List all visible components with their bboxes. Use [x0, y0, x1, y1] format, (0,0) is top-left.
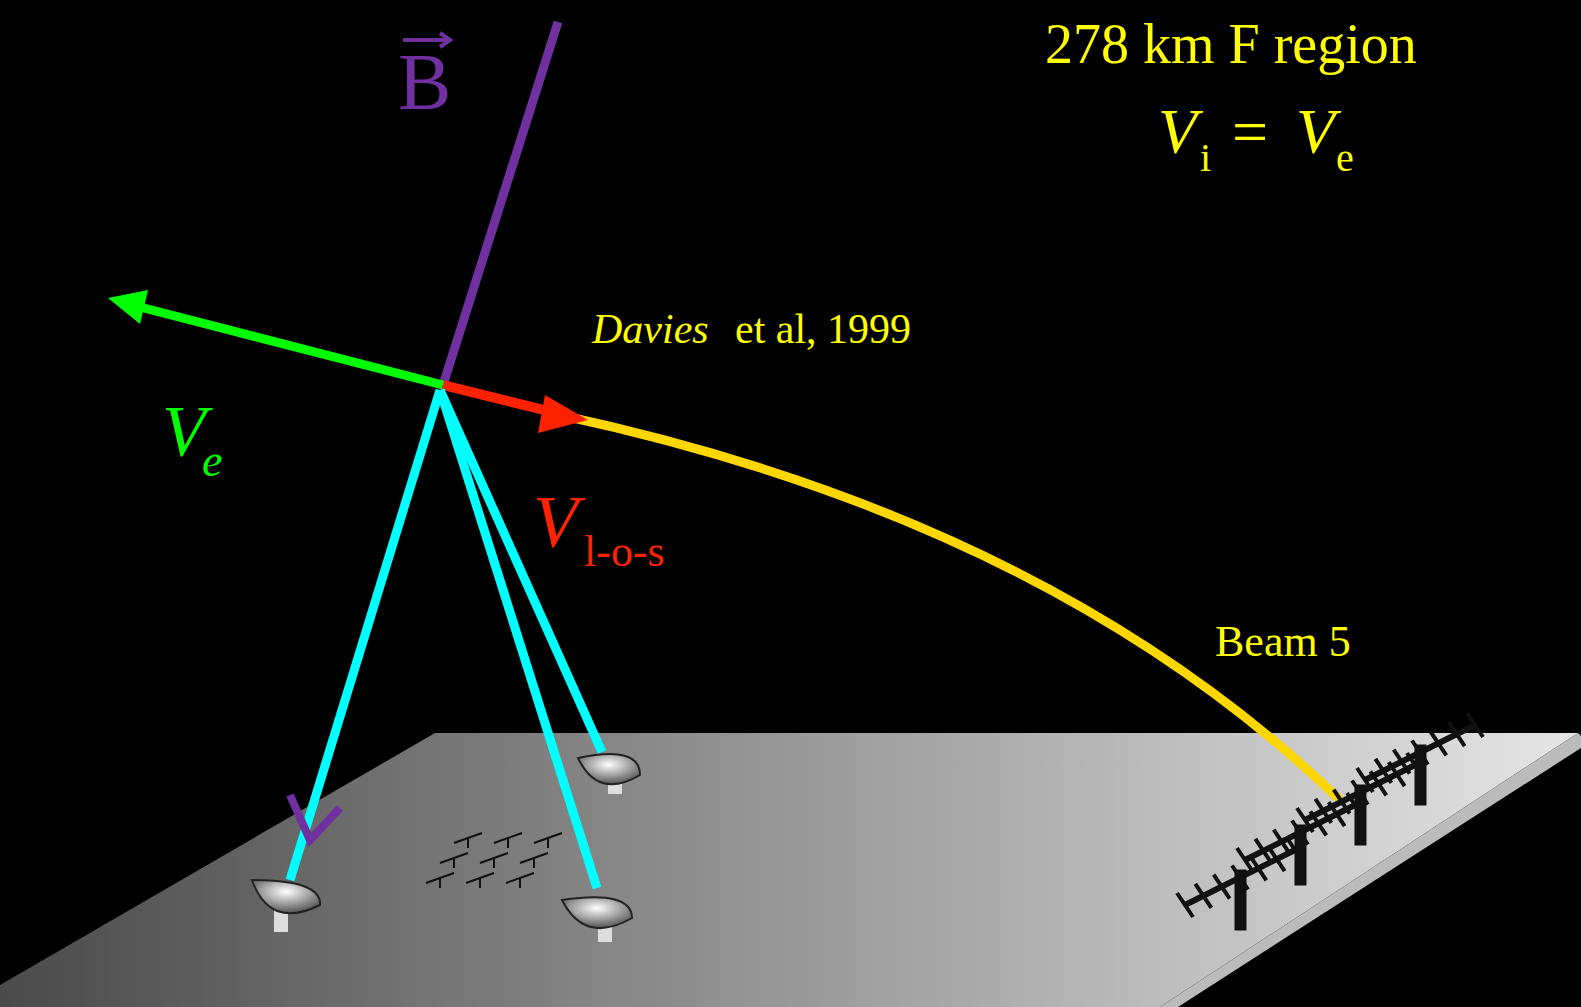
- los-arrowhead: [538, 395, 588, 433]
- vlos-label-sub: l-o-s: [584, 530, 665, 574]
- vlos-label-v: V: [533, 485, 578, 559]
- radar-rays: [290, 390, 602, 888]
- los-arrow: [443, 385, 548, 411]
- beam-label: Beam 5: [1215, 620, 1351, 664]
- equals-sign: =: [1232, 100, 1268, 164]
- ve-arrowhead: [108, 290, 148, 324]
- ve-label-v: V: [162, 395, 206, 467]
- ve-sub: e: [1336, 138, 1354, 178]
- ground-slab: [0, 733, 1578, 1007]
- small-b-arrow: [290, 795, 340, 840]
- ve-label-sub: e: [202, 438, 222, 484]
- vi-sub: i: [1200, 138, 1211, 178]
- citation-author: Davies: [592, 308, 709, 350]
- ve-v: V: [1296, 100, 1335, 164]
- ve-arrow: [140, 307, 443, 385]
- b-field-label: B: [398, 42, 451, 122]
- radar-beam: [560, 415, 1340, 800]
- vi-v: V: [1158, 100, 1197, 164]
- citation-rest: et al, 1999: [735, 308, 911, 350]
- dish-antennas: [252, 754, 640, 942]
- b-field-line: [443, 22, 558, 385]
- yagi-antennas: [1177, 713, 1483, 930]
- region-title: 278 km F region: [1045, 16, 1417, 72]
- antenna-array: [426, 833, 562, 888]
